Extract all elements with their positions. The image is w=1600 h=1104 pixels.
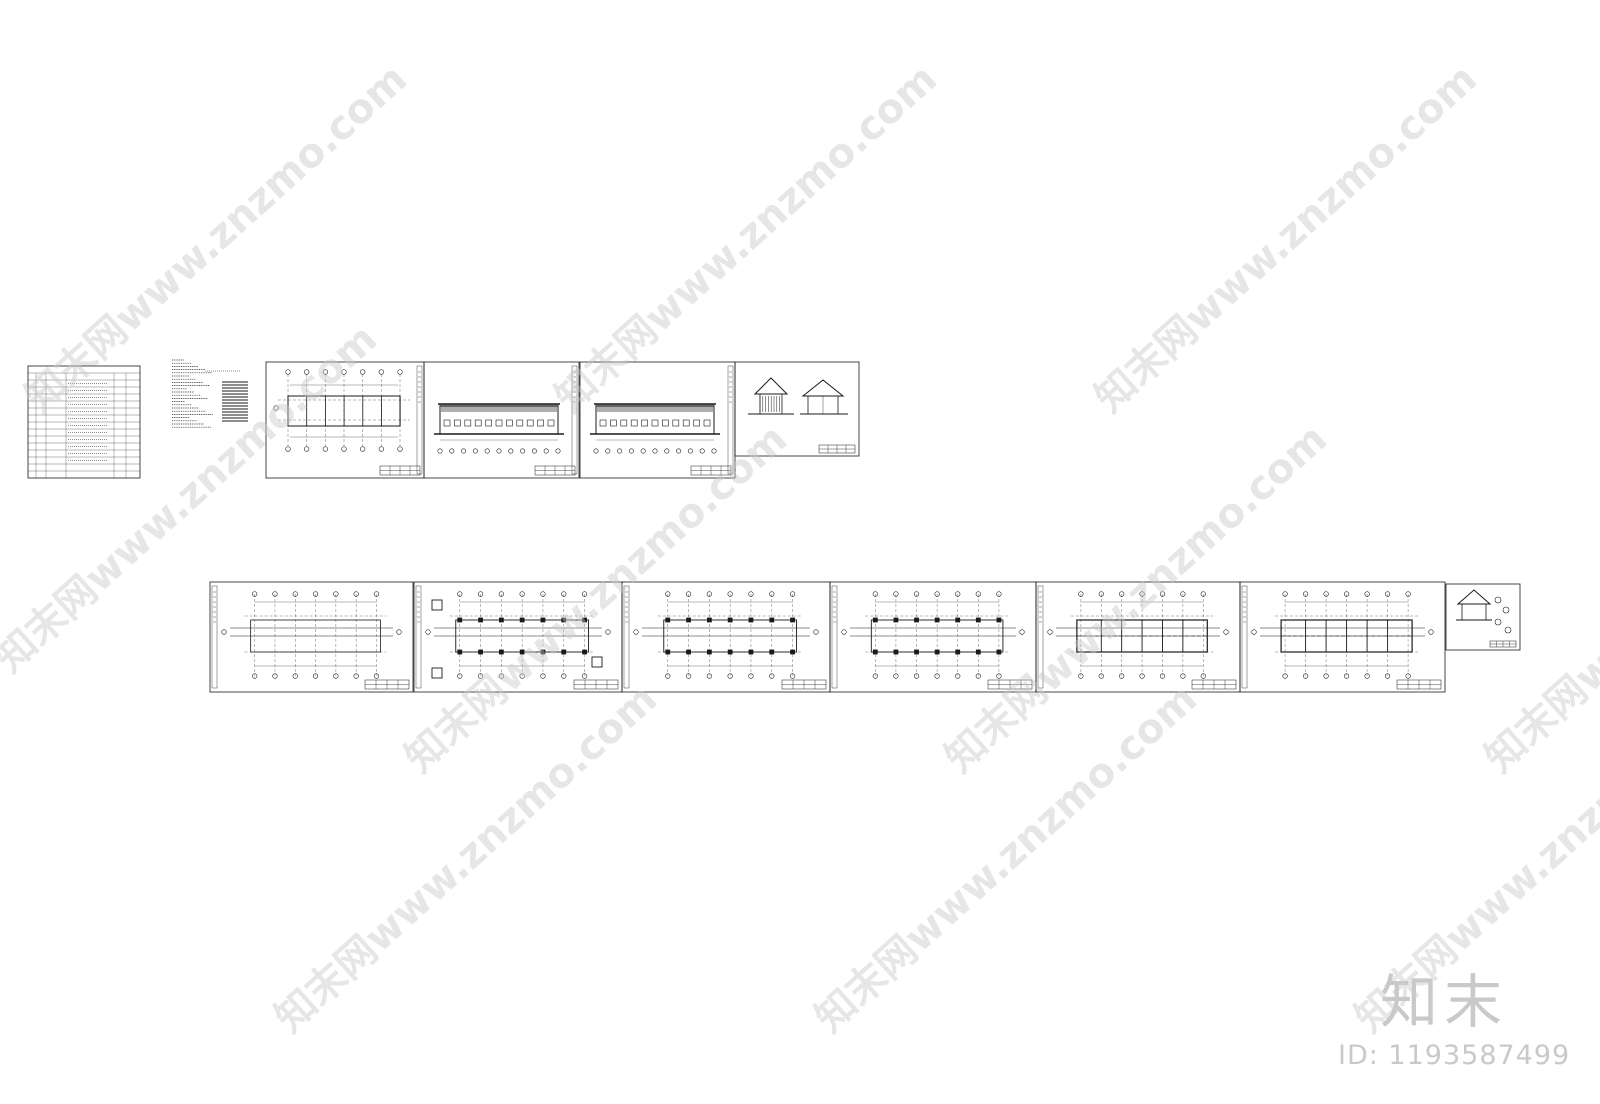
- foundation-plan-sheet: [209, 581, 414, 693]
- front-elevation-sheet: [423, 361, 580, 479]
- beam-plan-sheet: [621, 581, 831, 693]
- design-notes-sheet: [172, 359, 248, 428]
- ring-beam-plan-sheet: [829, 581, 1037, 693]
- column-detail-marks: [431, 599, 603, 679]
- roof-truss-plan-sheet: [1239, 581, 1446, 693]
- rear-elevation-sheet: [579, 361, 736, 479]
- roof-slab-plan-sheet: [1035, 581, 1241, 693]
- structure-detail-sheet: [1445, 583, 1521, 651]
- image-id-label: ID: 1193587499: [1338, 1040, 1571, 1071]
- brand-logo: 知末: [1380, 968, 1509, 1036]
- column-plan-sheet: [413, 581, 623, 693]
- index-table-sheet: [27, 365, 141, 479]
- section-sheet: [734, 361, 860, 457]
- floor-plan-sheet: [265, 361, 425, 479]
- drawing-sheets: [27, 359, 1521, 693]
